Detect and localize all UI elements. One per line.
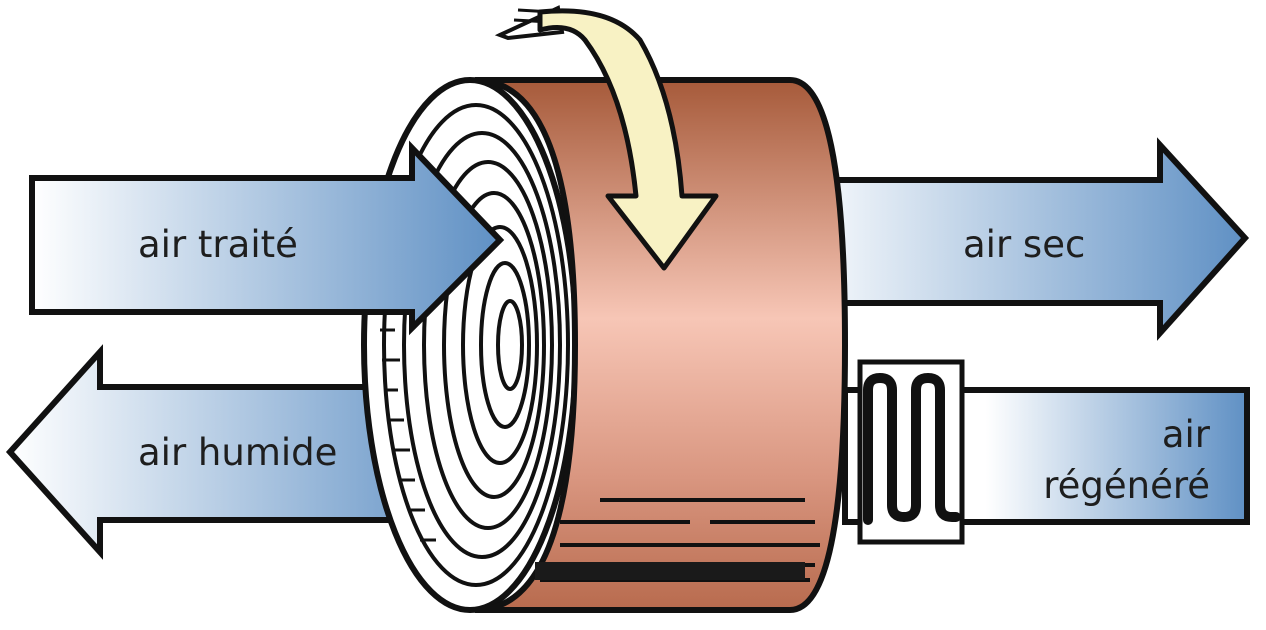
regen-air-label-line1: air <box>1161 413 1210 456</box>
regen-air-label-line2: régénéré <box>1043 464 1210 507</box>
humid-air-label: air humide <box>138 431 338 474</box>
treated-air-label: air traité <box>138 223 298 266</box>
rotation-arrow-icon <box>494 5 719 271</box>
regen-air-duct <box>842 359 1250 545</box>
heater-coil-icon <box>863 372 961 525</box>
dry-air-arrow <box>787 137 1250 341</box>
treated-air-arrow <box>29 140 505 336</box>
wheel-body <box>474 77 849 613</box>
dry-air-label: air sec <box>963 223 1086 266</box>
desiccant-wheel <box>361 77 849 613</box>
